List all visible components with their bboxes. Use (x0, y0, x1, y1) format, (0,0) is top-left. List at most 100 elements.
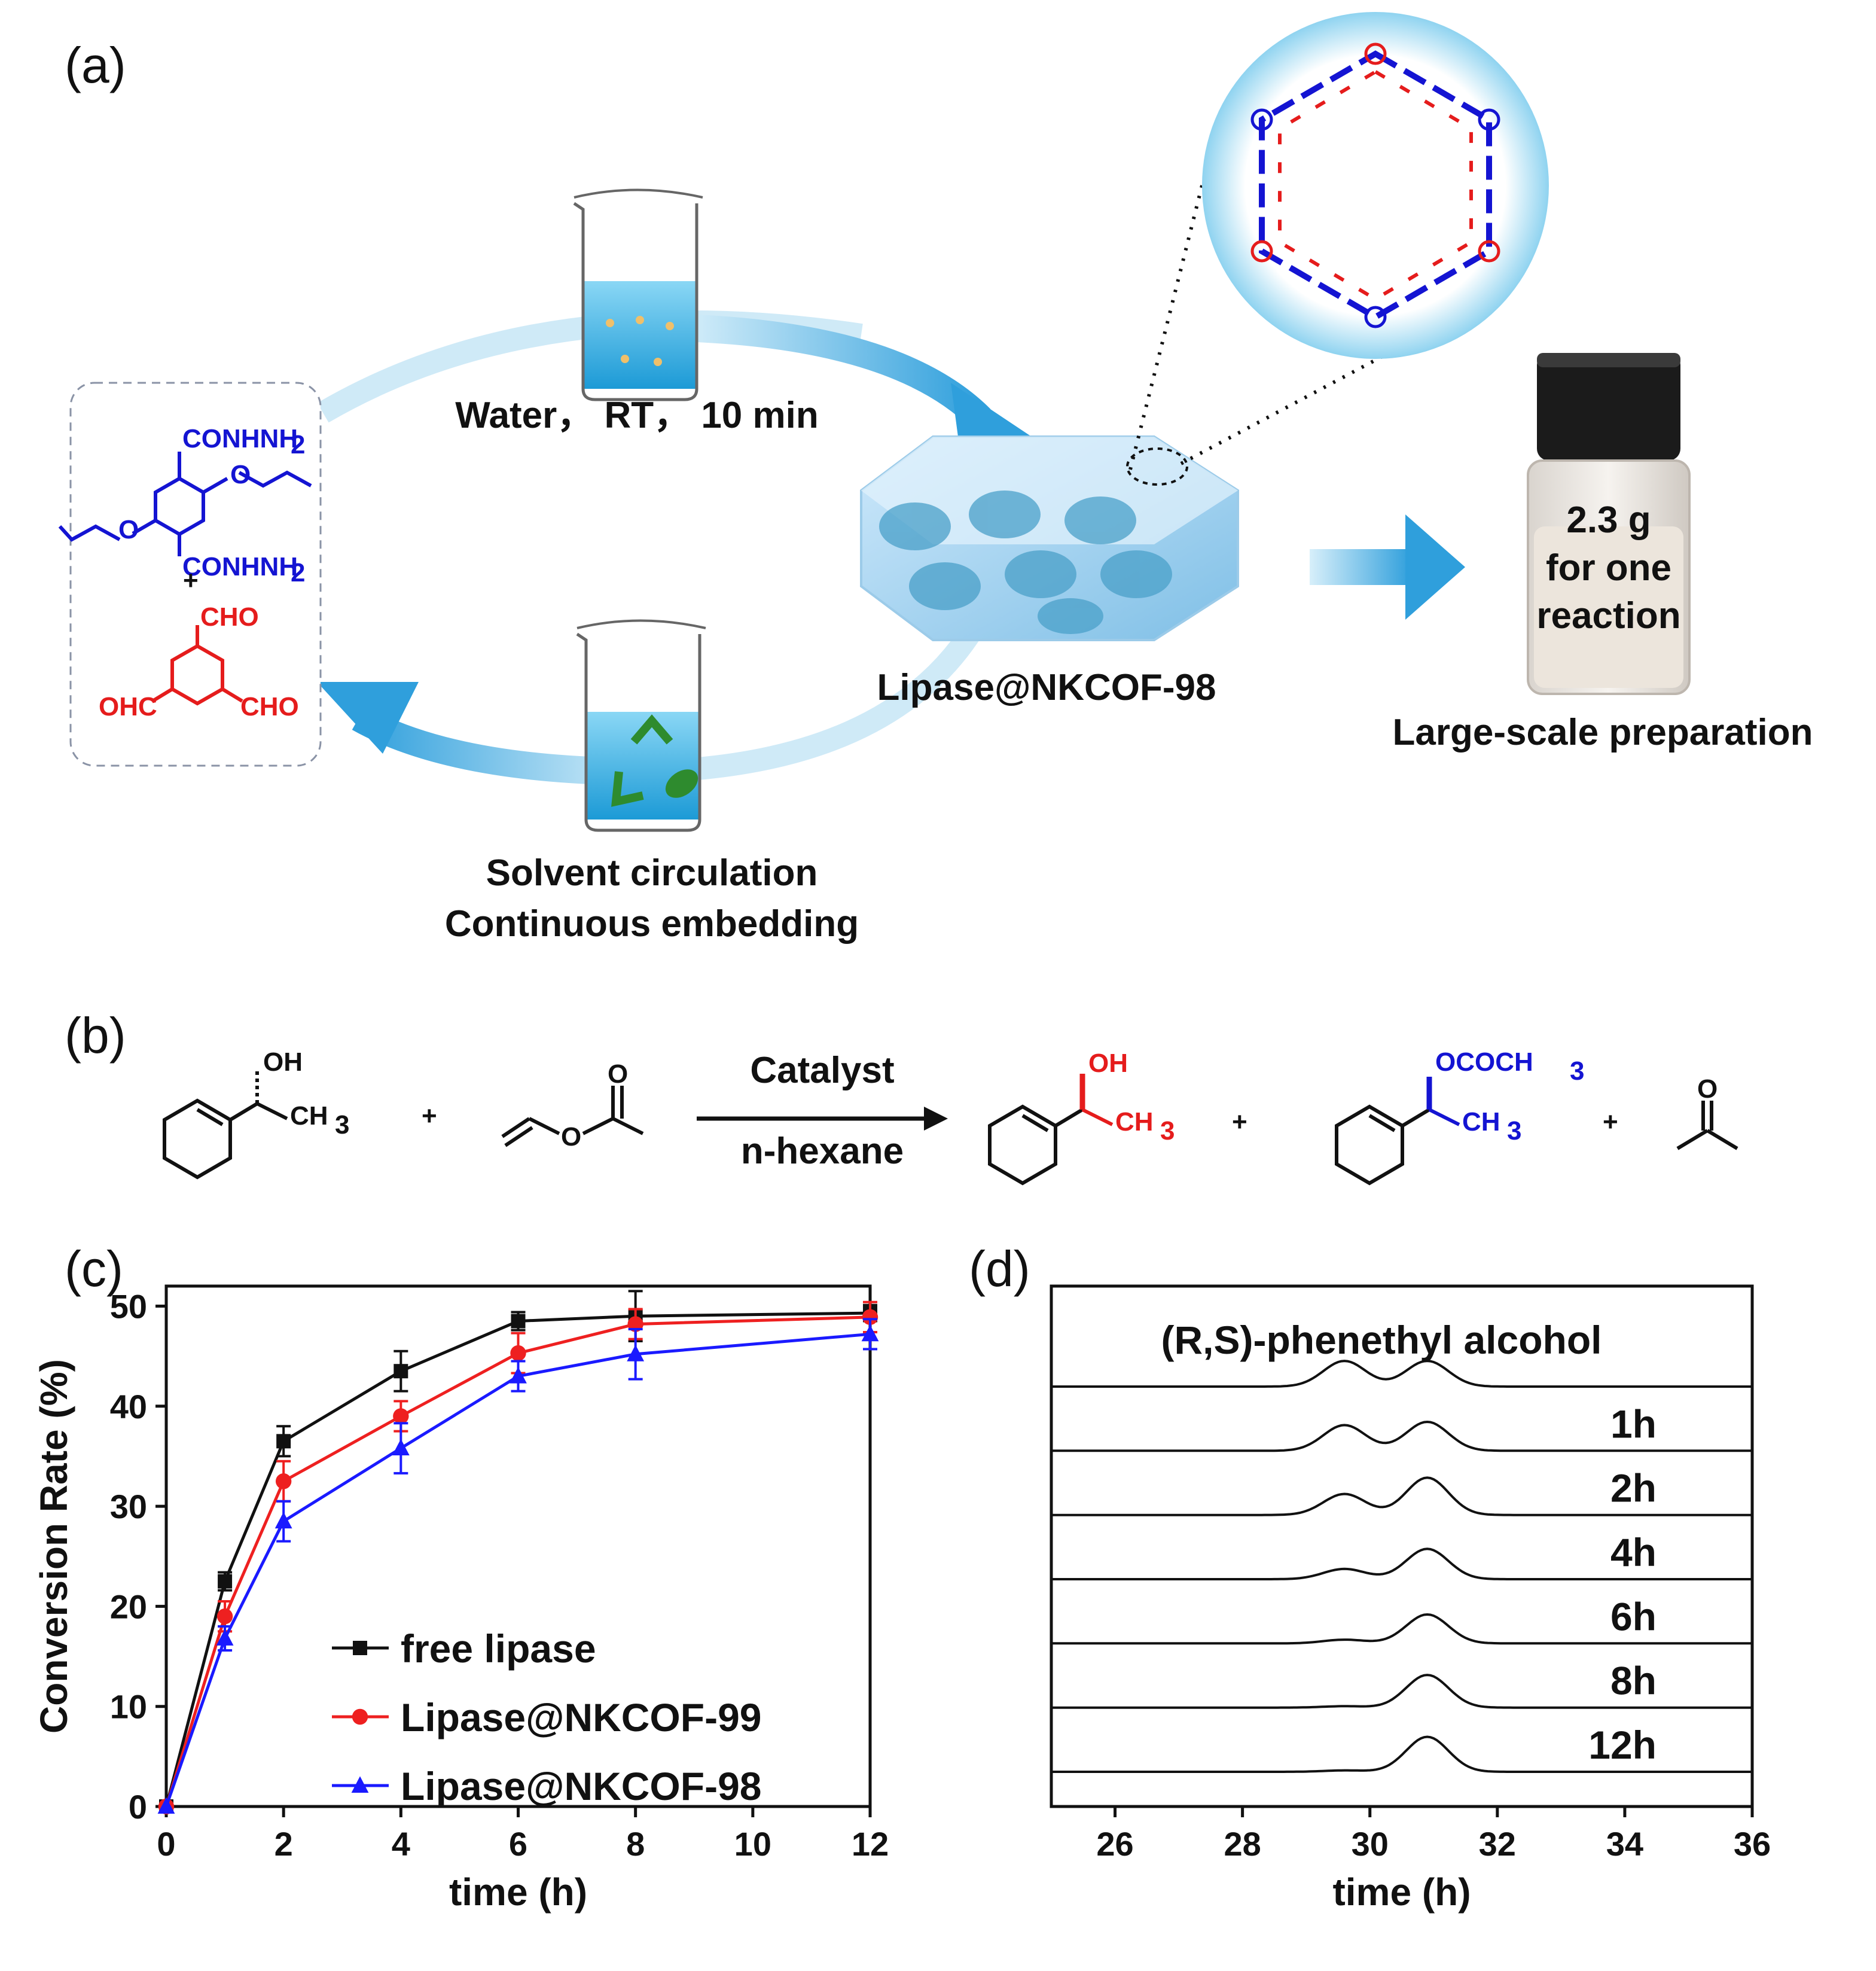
trace-label: 8h (1610, 1659, 1657, 1703)
vial-text-3: reaction (1536, 595, 1680, 636)
monomer-plus: + (183, 566, 199, 595)
p1-methyl: CH (1115, 1107, 1154, 1137)
chromatogram-trace (1051, 1613, 1752, 1645)
lower-cycle-arc (645, 610, 991, 783)
cof-crystal (860, 435, 1239, 641)
x-tick-label: 26 (1096, 1825, 1133, 1863)
data-point (218, 1574, 233, 1589)
reaction-arrowhead (924, 1107, 948, 1131)
r1-methyl-subscript: 3 (335, 1110, 349, 1140)
data-point (274, 1512, 292, 1529)
panel-label-c: (c) (65, 1241, 123, 1297)
p2-methyl-subscript: 3 (1507, 1116, 1521, 1146)
monomer-box (69, 382, 322, 767)
recycle-icon (611, 714, 698, 807)
x-tick-label: 34 (1606, 1825, 1643, 1863)
vial-text-2: for one (1546, 547, 1671, 589)
vial-text-1: 2.3 g (1566, 499, 1651, 541)
cho-top: CHO (200, 602, 259, 632)
data-point (862, 1309, 878, 1326)
plot-frame (1050, 1284, 1754, 1808)
data-point (393, 1364, 408, 1379)
lower-arrow-label-1: Solvent circulation (486, 852, 818, 894)
legend-label: Lipase@NKCOF-98 (401, 1764, 761, 1808)
cho-right: CHO (240, 692, 299, 721)
product-label: Lipase@NKCOF-98 (877, 667, 1216, 708)
zoom-line-left (1128, 185, 1204, 470)
trace-label: 1h (1610, 1402, 1657, 1446)
data-point (861, 1324, 879, 1342)
reactant-vinyl-acetate (501, 1086, 644, 1147)
arrow-top-label: Catalyst (750, 1050, 894, 1091)
reactant-phenylethanol (163, 1071, 288, 1180)
upper-arrow-label: Water， RT， 10 min (455, 395, 818, 436)
y-tick-label: 0 (129, 1788, 147, 1826)
r1-hydroxyl: OH (263, 1047, 303, 1077)
x-tick-label: 36 (1734, 1825, 1771, 1863)
p1-hydroxyl: OH (1088, 1049, 1128, 1078)
y-tick-label: 50 (110, 1287, 147, 1325)
r2-ester-oxygen: O (561, 1122, 581, 1151)
trace-label: 4h (1610, 1530, 1657, 1574)
data-point (216, 1608, 233, 1625)
panel-label-d: (d) (969, 1241, 1030, 1297)
legend-label: Lipase@NKCOF-99 (401, 1695, 761, 1740)
x-tick-label: 2 (274, 1825, 293, 1863)
data-point (275, 1473, 292, 1489)
panel-label-b: (b) (65, 1007, 126, 1064)
chromatogram-trace (1051, 1735, 1752, 1773)
data-point (393, 1408, 409, 1424)
b-plus-3: + (1603, 1107, 1618, 1137)
hydrazide-subscript-bottom: 2 (291, 558, 305, 587)
chromatogram-title: (R,S)-phenethyl alcohol (1161, 1318, 1602, 1362)
trace-label: 6h (1610, 1594, 1657, 1638)
x-tick-label: 32 (1479, 1825, 1516, 1863)
cof-pore-structure (1202, 12, 1549, 359)
data-point (216, 1629, 234, 1646)
svg-text:O: O (230, 460, 251, 489)
x-axis-title: time (h) (1332, 1871, 1471, 1914)
data-point (157, 1797, 175, 1814)
data-point (510, 1366, 527, 1384)
x-tick-label: 4 (392, 1825, 410, 1863)
legend-label: free lipase (401, 1626, 596, 1671)
r2-carbonyl-oxygen: O (608, 1059, 628, 1089)
y-tick-label: 30 (110, 1488, 147, 1525)
hydrazide-subscript-top: 2 (291, 430, 305, 459)
data-point (392, 1439, 410, 1456)
y-tick-label: 20 (110, 1588, 147, 1625)
p1-methyl-subscript: 3 (1160, 1116, 1175, 1146)
p2-methyl: CH (1462, 1107, 1500, 1137)
p2-acetoxy-subscript: 3 (1570, 1056, 1584, 1086)
product-acetate (1335, 1077, 1460, 1186)
aldehyde-linker: CHO OHC CHO (99, 602, 299, 721)
r1-methyl: CH (290, 1101, 328, 1131)
lower-cycle-arrowhead (317, 682, 419, 754)
x-tick-label: 10 (734, 1825, 771, 1863)
beaker-top (573, 188, 703, 401)
scale-up-arrow-shaft (1310, 549, 1411, 585)
data-point (352, 1708, 368, 1725)
x-tick-label: 8 (626, 1825, 645, 1863)
cho-left: OHC (99, 692, 157, 721)
y-tick-label: 40 (110, 1388, 147, 1425)
product-acetaldehyde (1676, 1101, 1738, 1150)
vial-photo (1527, 353, 1691, 695)
x-axis-title: time (h) (449, 1871, 587, 1914)
b-plus-2: + (1232, 1107, 1247, 1137)
arrow-bottom-label: n-hexane (741, 1131, 904, 1172)
x-tick-label: 12 (852, 1825, 889, 1863)
x-tick-label: 6 (509, 1825, 527, 1863)
product-alcohol (988, 1074, 1114, 1186)
y-tick-label: 10 (110, 1688, 147, 1726)
y-axis-title: Conversion Rate (%) (32, 1359, 75, 1734)
p2-acetoxy: OCOCH (1435, 1047, 1533, 1077)
data-point (276, 1434, 291, 1449)
panel-label-a: (a) (65, 37, 126, 93)
hydrazide-group-top: CONHNH (182, 424, 298, 453)
chromatogram-trace (1051, 1420, 1752, 1452)
hydrazide-linker: CONHNH 2 O O CONHNH 2 (58, 424, 312, 587)
b-plus-1: + (422, 1101, 437, 1131)
